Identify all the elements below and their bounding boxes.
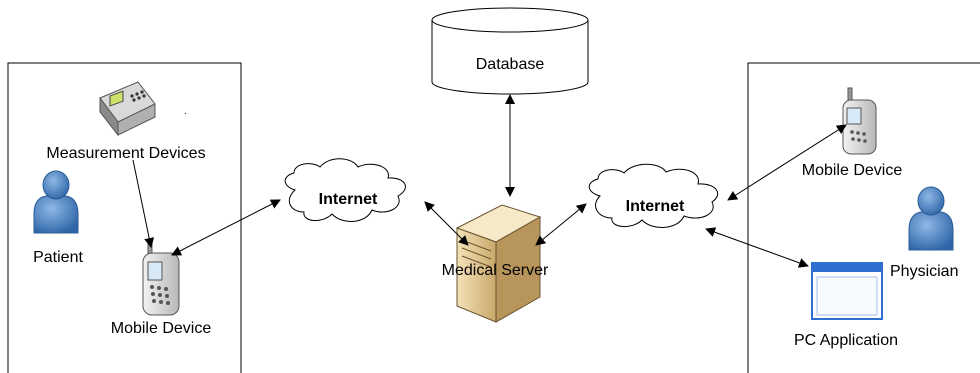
patient-person-icon	[33, 170, 79, 234]
arrow-mobile-internet-left	[171, 199, 281, 256]
physician-person-icon	[908, 186, 954, 251]
database-icon	[431, 7, 589, 95]
patient-label: Patient	[33, 249, 83, 266]
database-label: Database	[476, 56, 545, 73]
right-mobile-device-label: Mobile Device	[802, 162, 903, 179]
arrow-internet-right-pc-app	[705, 227, 809, 268]
internet-cloud-left	[284, 158, 406, 222]
medical-server-label: Medical Server	[442, 262, 549, 279]
arrow-internet-left-server	[424, 201, 469, 246]
measurement-devices-label: Measurement Devices	[46, 145, 205, 162]
arrow-server-internet-right	[535, 203, 587, 246]
arrow-measurement-to-mobile	[132, 159, 155, 248]
arrow-internet-right-mobile	[727, 124, 847, 201]
measurement-device-icon	[99, 81, 156, 137]
pc-application-label: PC Application	[794, 332, 898, 349]
physician-zone-box	[747, 62, 980, 373]
internet-cloud-right	[588, 163, 719, 228]
stray-dot: .	[184, 106, 187, 117]
left-mobile-phone-icon	[142, 239, 180, 316]
right-mobile-phone-icon	[842, 87, 877, 155]
left-mobile-device-label: Mobile Device	[111, 320, 212, 337]
pc-application-window-icon	[811, 262, 883, 320]
internet-right-label: Internet	[626, 198, 685, 215]
internet-left-label: Internet	[319, 191, 378, 208]
physician-label: Physician	[890, 263, 958, 280]
